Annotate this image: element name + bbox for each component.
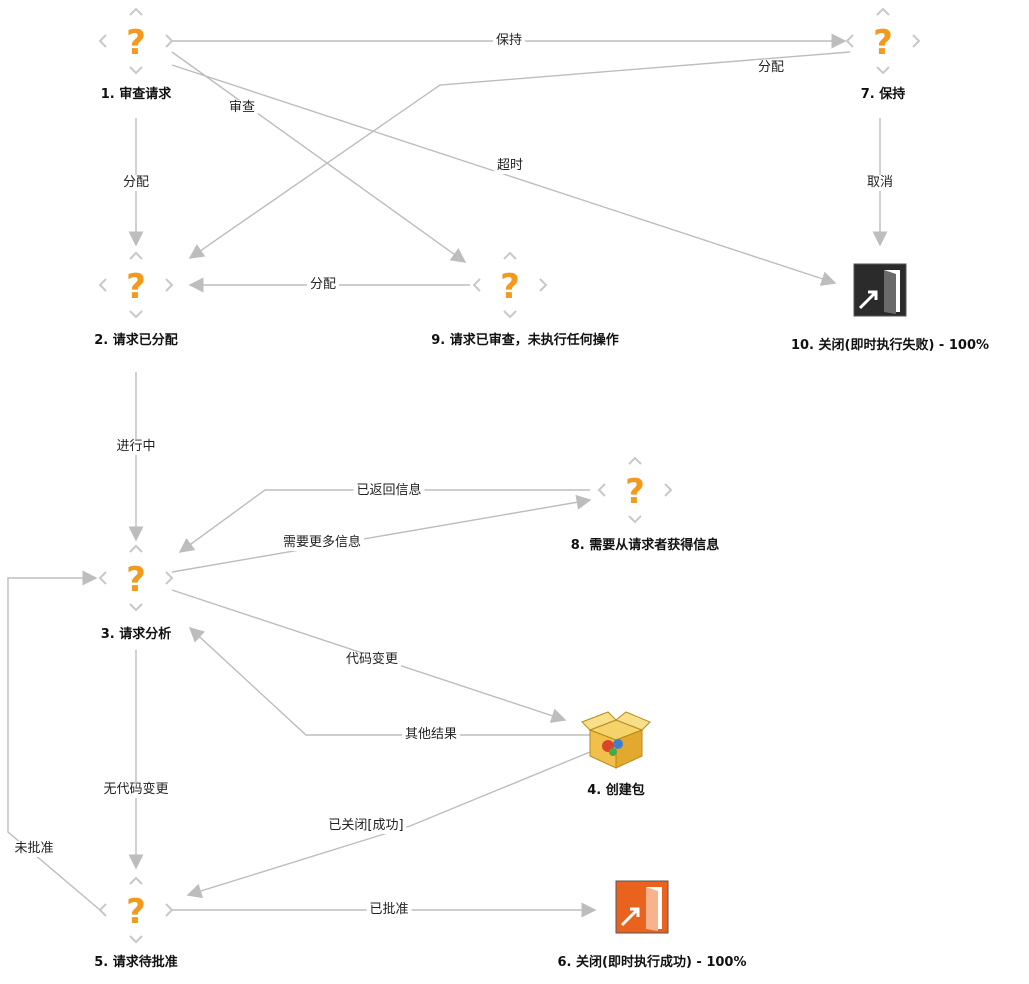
chevron-right-icon bbox=[165, 571, 174, 585]
edge-n7-to-n2[interactable] bbox=[188, 51, 851, 259]
node-n2[interactable]: ? bbox=[96, 245, 176, 325]
node-n10[interactable] bbox=[840, 250, 920, 330]
svg-text:?: ? bbox=[126, 892, 146, 932]
question-icon: ? bbox=[98, 876, 174, 944]
edge-n4-to-n3[interactable] bbox=[188, 626, 590, 736]
edge-label-n1-to-n7: 保持 bbox=[492, 33, 526, 49]
edge-label-n3-to-n4: 代码变更 bbox=[342, 652, 402, 668]
node-label-n7: 7. 保持 bbox=[860, 87, 906, 102]
node-n6[interactable] bbox=[602, 867, 682, 947]
chevron-up-icon bbox=[129, 251, 143, 260]
node-label-n9: 9. 请求已审查，未执行任何操作 bbox=[431, 333, 619, 348]
exit-door-dark-icon bbox=[853, 263, 907, 317]
chevron-up-icon bbox=[129, 7, 143, 16]
svg-text:?: ? bbox=[873, 23, 893, 63]
node-n7[interactable]: ? bbox=[843, 1, 923, 81]
question-icon: ? bbox=[98, 544, 174, 612]
edge-label-n1-to-n2: 分配 bbox=[119, 175, 153, 191]
edge-label-n9-to-n2: 分配 bbox=[306, 277, 340, 293]
chevron-right-icon bbox=[664, 483, 673, 497]
node-label-n10: 10. 关闭(即时执行失败) - 100% bbox=[790, 338, 990, 353]
edge-n4-to-n5[interactable] bbox=[186, 751, 591, 899]
package-box-icon bbox=[581, 711, 651, 769]
chevron-up-icon bbox=[129, 876, 143, 885]
chevron-up-icon bbox=[129, 544, 143, 553]
node-label-n2: 2. 请求已分配 bbox=[94, 333, 178, 348]
question-icon: ? bbox=[98, 251, 174, 319]
chevron-left-icon bbox=[98, 903, 107, 917]
chevron-right-icon bbox=[165, 903, 174, 917]
chevron-left-icon bbox=[98, 278, 107, 292]
edge-n5-to-n3[interactable] bbox=[7, 570, 101, 911]
question-icon: ? bbox=[98, 7, 174, 75]
node-n4[interactable] bbox=[576, 700, 656, 780]
chevron-down-icon bbox=[503, 310, 517, 319]
chevron-down-icon bbox=[129, 935, 143, 944]
node-n8[interactable]: ? bbox=[595, 450, 675, 530]
edge-label-n7-to-n2: 分配 bbox=[754, 60, 788, 76]
question-icon: ? bbox=[845, 7, 921, 75]
chevron-up-icon bbox=[628, 456, 642, 465]
chevron-right-icon bbox=[539, 278, 548, 292]
edge-n8-to-n3[interactable] bbox=[178, 489, 590, 553]
node-label-n3: 3. 请求分析 bbox=[100, 627, 172, 642]
node-n1[interactable]: ? bbox=[96, 1, 176, 81]
chevron-left-icon bbox=[597, 483, 606, 497]
question-icon: ? bbox=[472, 251, 548, 319]
svg-text:?: ? bbox=[126, 23, 146, 63]
edge-label-n7-to-n10: 取消 bbox=[863, 175, 897, 191]
chevron-right-icon bbox=[165, 278, 174, 292]
chevron-down-icon bbox=[129, 603, 143, 612]
edge-label-n8-to-n3: 已返回信息 bbox=[353, 483, 425, 499]
svg-text:?: ? bbox=[500, 267, 520, 307]
edge-n1-to-n10[interactable] bbox=[171, 64, 837, 286]
edge-label-n1-to-n9: 审查 bbox=[225, 100, 259, 116]
chevron-down-icon bbox=[129, 66, 143, 75]
node-n9[interactable]: ? bbox=[470, 245, 550, 325]
chevron-right-icon bbox=[912, 34, 921, 48]
edges-layer bbox=[7, 33, 888, 918]
chevron-down-icon bbox=[876, 66, 890, 75]
chevron-right-icon bbox=[165, 34, 174, 48]
node-label-n8: 8. 需要从请求者获得信息 bbox=[570, 538, 720, 553]
chevron-up-icon bbox=[503, 251, 517, 260]
edge-label-n3-to-n8: 需要更多信息 bbox=[279, 535, 365, 551]
edge-n3-to-n8[interactable] bbox=[171, 494, 592, 573]
svg-text:?: ? bbox=[126, 267, 146, 307]
chevron-down-icon bbox=[628, 515, 642, 524]
svg-text:?: ? bbox=[625, 472, 645, 512]
chevron-up-icon bbox=[876, 7, 890, 16]
edge-label-n5-to-n3: 未批准 bbox=[11, 841, 57, 857]
edge-label-n5-to-n6: 已批准 bbox=[366, 902, 412, 918]
edge-label-n4-to-n3: 其他结果 bbox=[401, 727, 461, 743]
edge-label-n2-to-n3: 进行中 bbox=[113, 439, 159, 455]
node-n5[interactable]: ? bbox=[96, 870, 176, 950]
exit-door-orange-icon bbox=[615, 880, 669, 934]
edge-n1-to-n9[interactable] bbox=[171, 51, 467, 263]
chevron-left-icon bbox=[98, 34, 107, 48]
node-label-n5: 5. 请求待批准 bbox=[94, 955, 178, 970]
chevron-down-icon bbox=[129, 310, 143, 319]
node-n3[interactable]: ? bbox=[96, 538, 176, 618]
edge-label-n1-to-n10: 超时 bbox=[493, 158, 527, 174]
chevron-left-icon bbox=[845, 34, 854, 48]
node-label-n6: 6. 关闭(即时执行成功) - 100% bbox=[557, 955, 747, 970]
edge-label-n3-to-n5: 无代码变更 bbox=[100, 782, 172, 798]
node-label-n4: 4. 创建包 bbox=[587, 783, 645, 798]
chevron-left-icon bbox=[472, 278, 481, 292]
question-icon: ? bbox=[597, 456, 673, 524]
node-label-n1: 1. 审查请求 bbox=[100, 87, 172, 102]
edge-label-n4-to-n5: 已关闭[成功] bbox=[325, 818, 407, 834]
svg-text:?: ? bbox=[126, 560, 146, 600]
chevron-left-icon bbox=[98, 571, 107, 585]
